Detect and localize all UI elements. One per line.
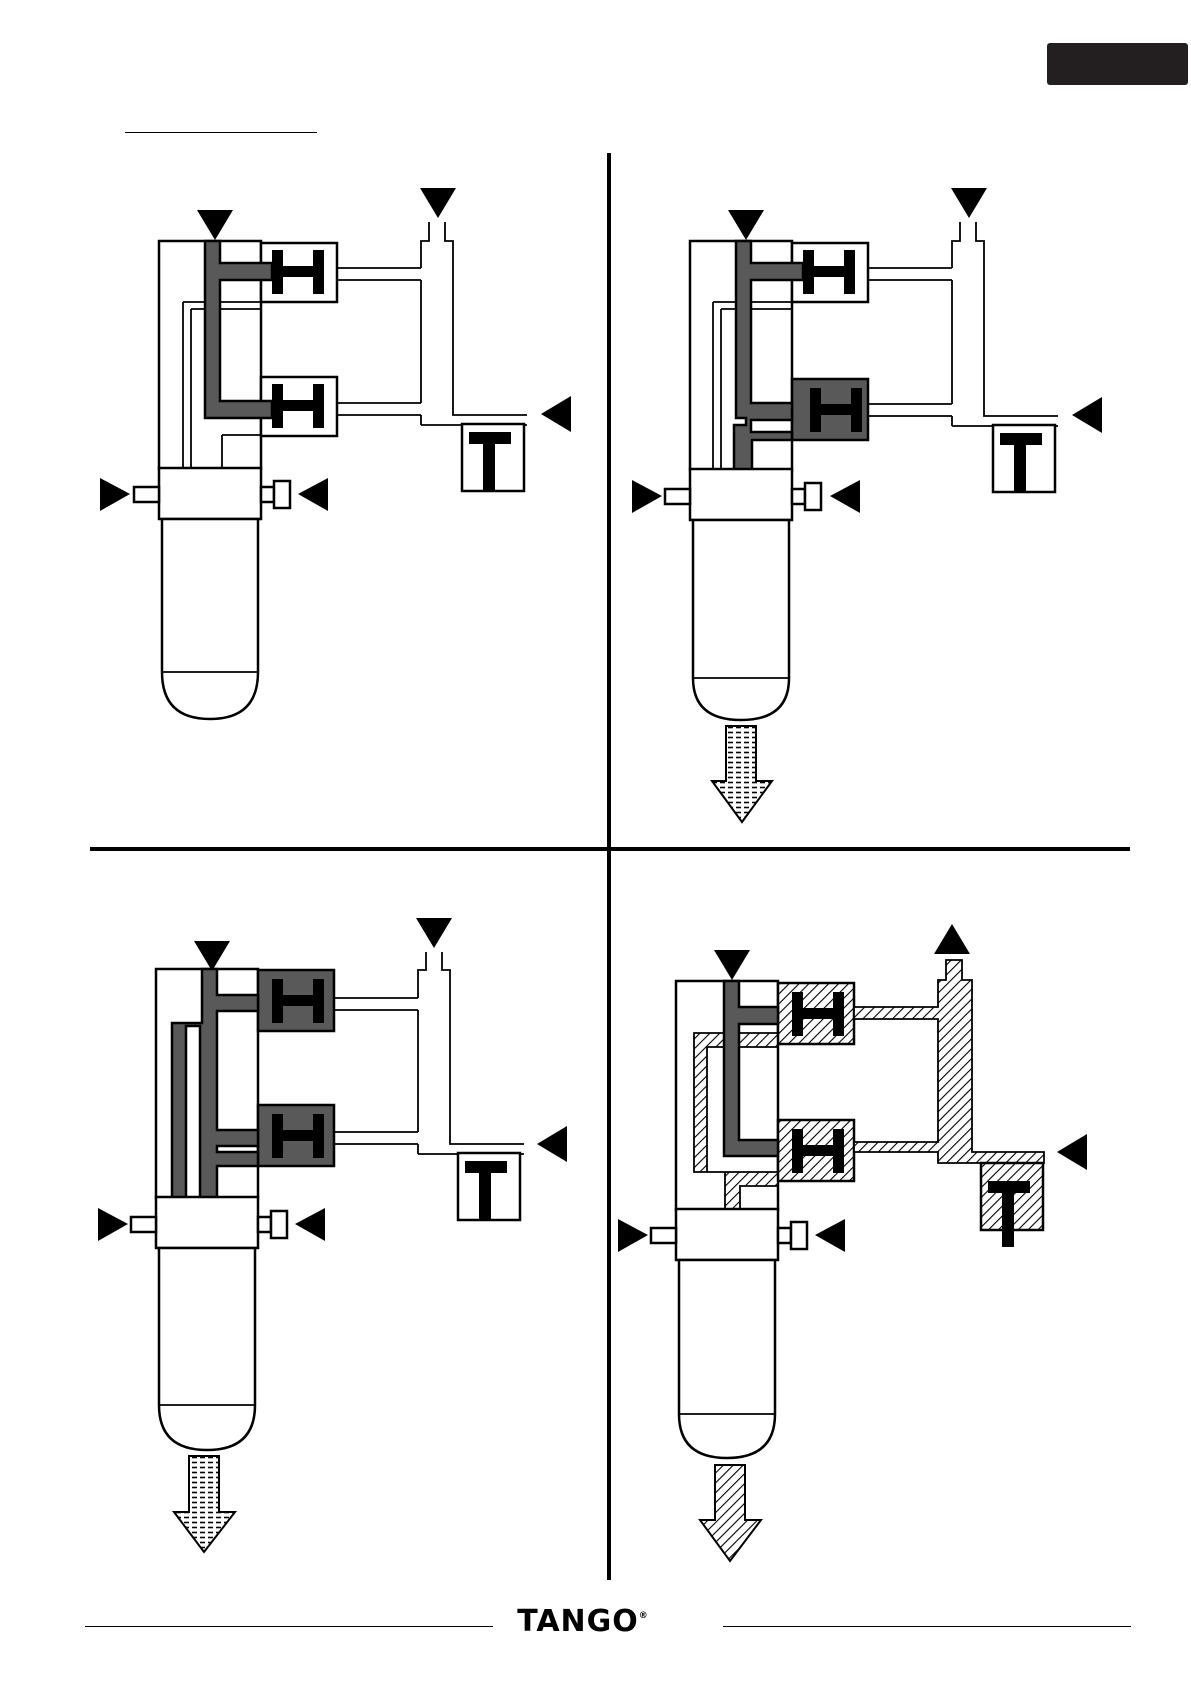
- pilot-arrow-icon: [951, 188, 987, 218]
- right-arrow-icon: [830, 480, 860, 513]
- filter-bowl: [162, 519, 258, 719]
- filter-head: [676, 1209, 778, 1260]
- inlet-arrow-icon: [714, 950, 750, 980]
- side-arrow-icon: [1057, 1134, 1087, 1170]
- exhaust-arrow-icon: [934, 924, 970, 954]
- left-arrow-icon: [98, 1208, 128, 1241]
- left-arrow-icon: [100, 478, 130, 511]
- brand-name: TANGO: [517, 1604, 639, 1639]
- inlet-arrow-icon: [197, 210, 233, 240]
- filter-bowl: [159, 1248, 255, 1450]
- inlet-arrow-icon: [194, 941, 230, 971]
- registered-mark: ®: [639, 1611, 649, 1621]
- filter-bowl: [679, 1260, 775, 1458]
- panel-bottom-left: [98, 918, 567, 1552]
- drain-arrow-icon: [712, 726, 772, 822]
- filter-head: [159, 468, 261, 519]
- horizontal-divider: [90, 847, 1130, 851]
- drain-arrow-icon: [174, 1456, 235, 1552]
- footer-rule-left: [85, 1626, 493, 1627]
- side-arrow-icon: [537, 1126, 567, 1162]
- pilot-arrow-icon: [420, 188, 456, 218]
- inlet-arrow-icon: [728, 210, 764, 240]
- panel-top-right: [632, 188, 1102, 822]
- footer-rule-right: [723, 1626, 1131, 1627]
- pilot-arrow-icon: [416, 918, 452, 948]
- side-arrow-icon: [1072, 397, 1102, 433]
- brand-logo: TANGO®: [503, 1602, 663, 1642]
- left-arrow-icon: [618, 1219, 648, 1252]
- left-arrow-icon: [632, 480, 662, 513]
- panel-bottom-right: [618, 924, 1087, 1561]
- hatched-pipe: [854, 960, 1044, 1163]
- right-arrow-icon: [815, 1219, 845, 1252]
- vertical-divider: [607, 153, 611, 1580]
- drain-arrow-icon: [700, 1465, 761, 1561]
- right-arrow-icon: [298, 478, 328, 511]
- side-arrow-icon: [541, 396, 571, 432]
- filter-bowl: [693, 520, 789, 720]
- panel-top-left: [100, 188, 571, 719]
- filter-head: [690, 469, 792, 520]
- right-arrow-icon: [295, 1208, 325, 1241]
- filter-head: [156, 1197, 258, 1248]
